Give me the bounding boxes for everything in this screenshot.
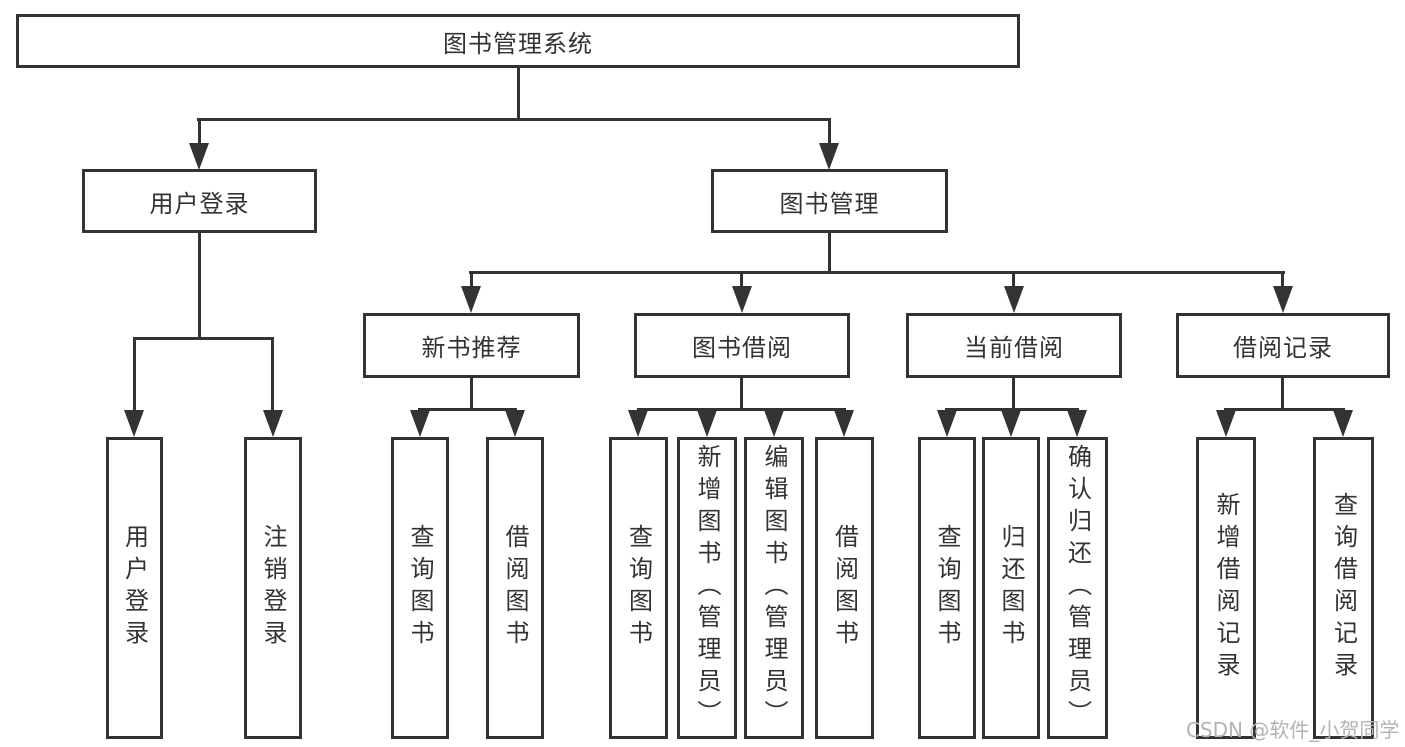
leaf-borrow-add-books: 新增图书（管理员） xyxy=(677,437,737,739)
leaf-current-confirm-return: 确认归还（管理员） xyxy=(1047,437,1108,739)
node-book-borrow-label: 图书借阅 xyxy=(692,334,792,362)
node-user-login-label: 用户登录 xyxy=(149,189,250,218)
node-book-management: 图书管理 xyxy=(711,169,948,233)
node-borrow-records: 借阅记录 xyxy=(1176,313,1390,378)
arrowhead xyxy=(697,410,717,437)
connector-stem xyxy=(470,378,473,411)
connector-current-split xyxy=(945,408,1079,411)
leaf-borrow-borrow-books: 借阅图书 xyxy=(815,437,874,739)
leaf-recommend-query-books: 查询图书 xyxy=(391,437,449,739)
leaf-user-login-action-label: 用户登录 xyxy=(120,524,149,652)
arrowhead xyxy=(461,286,481,313)
node-borrow-records-label: 借阅记录 xyxy=(1233,334,1333,362)
connector-recommend-split xyxy=(418,408,517,411)
arrowhead xyxy=(505,410,525,437)
arrowhead xyxy=(732,286,752,313)
connector-stem xyxy=(1012,271,1015,286)
connector-root-stem xyxy=(517,68,520,118)
arrowhead xyxy=(628,410,648,437)
leaf-logout-action-label: 注销登录 xyxy=(259,524,287,652)
leaf-recommend-query-books-label: 查询图书 xyxy=(406,524,434,652)
csdn-watermark: CSDN @软件_小贺同学 xyxy=(1186,718,1400,742)
arrowhead xyxy=(1333,410,1353,437)
arrowhead xyxy=(189,143,209,170)
leaf-records-add-record: 新增借阅记录 xyxy=(1196,437,1256,739)
connector-stem xyxy=(198,118,201,143)
connector-book-management-stem xyxy=(828,233,831,274)
arrowhead xyxy=(764,410,784,437)
connector-stem xyxy=(740,378,743,411)
arrowhead xyxy=(1216,410,1236,437)
node-current-borrow: 当前借阅 xyxy=(906,313,1122,378)
leaf-current-query-books-label: 查询图书 xyxy=(933,524,961,652)
leaf-borrow-borrow-books-label: 借阅图书 xyxy=(830,524,859,652)
node-root-label: 图书管理系统 xyxy=(443,29,593,58)
connector-records-split xyxy=(1224,408,1345,411)
node-current-borrow-label: 当前借阅 xyxy=(964,334,1064,362)
connector-book-management-split xyxy=(469,271,1285,274)
arrowhead xyxy=(1004,286,1024,313)
arrowhead xyxy=(1001,410,1021,437)
node-new-book-recommend-label: 新书推荐 xyxy=(421,334,522,362)
arrowhead xyxy=(263,410,283,437)
connector-root-split xyxy=(197,118,831,121)
connector-stem xyxy=(133,337,136,410)
leaf-current-return-books-label: 归还图书 xyxy=(997,524,1025,652)
leaf-records-add-record-label: 新增借阅记录 xyxy=(1212,492,1240,684)
leaf-borrow-edit-books-label: 编辑图书（管理员） xyxy=(760,444,788,732)
connector-stem xyxy=(271,337,274,410)
connector-stem xyxy=(470,271,473,286)
leaf-logout-action: 注销登录 xyxy=(244,437,302,739)
leaf-borrow-add-books-label: 新增图书（管理员） xyxy=(693,444,721,732)
connector-borrow-split xyxy=(637,408,846,411)
connector-stem xyxy=(828,118,831,143)
leaf-recommend-borrow-books: 借阅图书 xyxy=(486,437,544,739)
connector-stem xyxy=(1012,378,1015,411)
leaf-borrow-query-books-label: 查询图书 xyxy=(624,524,653,652)
connector-user-login-stem xyxy=(198,233,201,340)
leaf-records-query-record: 查询借阅记录 xyxy=(1313,437,1374,739)
arrowhead xyxy=(410,410,430,437)
leaf-user-login-action: 用户登录 xyxy=(106,437,163,739)
connector-stem xyxy=(740,271,743,286)
connector-stem xyxy=(1281,271,1284,286)
connector-user-login-split xyxy=(133,337,274,340)
arrowhead xyxy=(834,410,854,437)
node-root: 图书管理系统 xyxy=(16,14,1020,68)
arrowhead xyxy=(1273,286,1293,313)
connector-stem xyxy=(1281,378,1284,411)
arrowhead xyxy=(819,143,839,170)
node-new-book-recommend: 新书推荐 xyxy=(363,313,580,378)
node-book-borrow: 图书借阅 xyxy=(634,313,850,378)
leaf-borrow-query-books: 查询图书 xyxy=(609,437,668,739)
leaf-borrow-edit-books: 编辑图书（管理员） xyxy=(744,437,804,739)
leaf-records-query-record-label: 查询借阅记录 xyxy=(1329,492,1358,684)
leaf-current-confirm-return-label: 确认归还（管理员） xyxy=(1063,444,1092,732)
arrowhead xyxy=(124,410,144,437)
arrowhead xyxy=(1067,410,1087,437)
leaf-current-return-books: 归还图书 xyxy=(982,437,1040,739)
node-book-management-label: 图书管理 xyxy=(779,189,880,218)
arrowhead xyxy=(937,410,957,437)
leaf-current-query-books: 查询图书 xyxy=(918,437,976,739)
node-user-login: 用户登录 xyxy=(82,169,317,233)
leaf-recommend-borrow-books-label: 借阅图书 xyxy=(501,524,529,652)
